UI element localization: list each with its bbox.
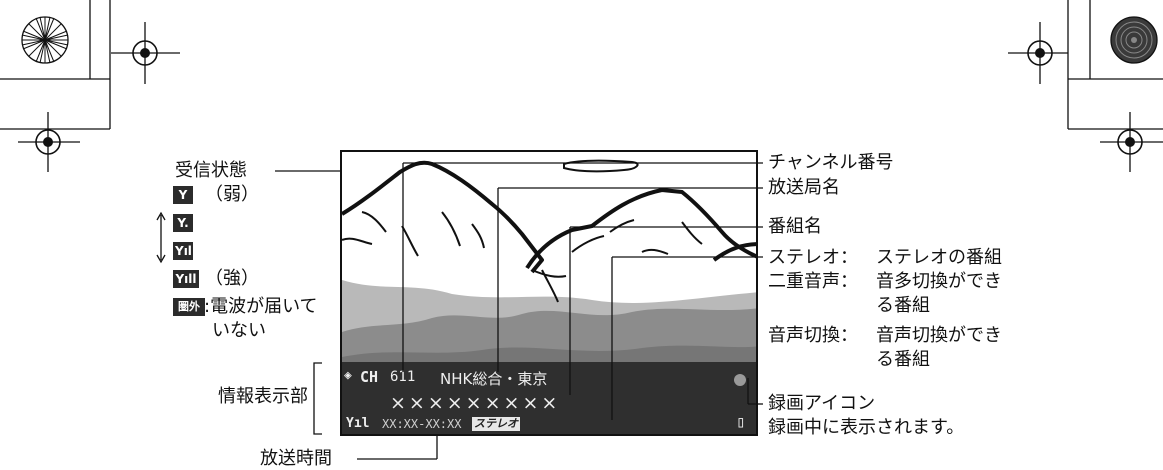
info-display-label: 情報表示部 [218,386,308,407]
info-bar: ◈ CH 611 NHK総合・東京 ××××××××× Yıl XX:XX-XX… [342,362,756,434]
record-icon-desc: 録画中に表示されます。 [768,417,965,438]
starburst-mark [21,16,69,64]
program-name-label: 番組名 [768,216,822,237]
dual-audio-desc-2: る番組 [876,295,930,316]
out-of-range-desc: :電波が届いて [204,296,318,317]
signal-icon-onscreen: Yıl [346,416,370,431]
signal-medium-high-icon: Yıl [173,242,193,260]
concentric-mark [1110,16,1158,64]
out-of-range-desc-2: いない [212,320,266,341]
registration-mark-4 [1100,112,1163,172]
battery-icon: ▯ [736,412,746,431]
dual-audio-desc: 音多切換ができ [876,271,1002,292]
record-icon-label: 録画アイコン [768,393,876,414]
program-name: ××××××××× [390,392,561,414]
registration-mark-3 [1008,22,1068,84]
signal-strong-icon: Yıll [173,270,199,288]
signal-medium-low-icon: Y. [173,214,193,232]
broadcast-time-label: 放送時間 [260,448,332,469]
station-name: NHK総合・東京 [440,370,548,388]
up-down-icon: ◈ [344,368,352,383]
dual-audio-label: 二重音声： [768,271,858,292]
reception-state-label: 受信状態 [175,160,247,181]
out-of-range-icon: 圏外 [173,298,205,316]
audio-switch-label: 音声切換： [768,325,858,346]
stereo-tag: ステレオ [472,417,520,431]
weak-label: （弱） [205,184,259,205]
strong-label: （強） [205,268,259,289]
registration-mark-2 [18,112,80,172]
tv-screen: ◈ CH 611 NHK総合・東京 ××××××××× Yıl XX:XX-XX… [340,150,758,436]
channel-number: 611 [390,369,416,385]
record-icon [734,374,746,386]
signal-weak-icon: Y [173,186,193,204]
stereo-label: ステレオ： [768,247,858,268]
channel-number-label: チャンネル番号 [768,152,894,173]
stereo-desc: ステレオの番組 [876,247,1002,268]
audio-switch-desc-2: る番組 [876,349,930,370]
audio-switch-desc: 音声切換ができ [876,325,1002,346]
registration-mark-1 [111,22,180,84]
broadcast-time: XX:XX-XX:XX [382,417,462,431]
station-name-label: 放送局名 [768,177,840,198]
ch-prefix: CH [360,368,379,386]
